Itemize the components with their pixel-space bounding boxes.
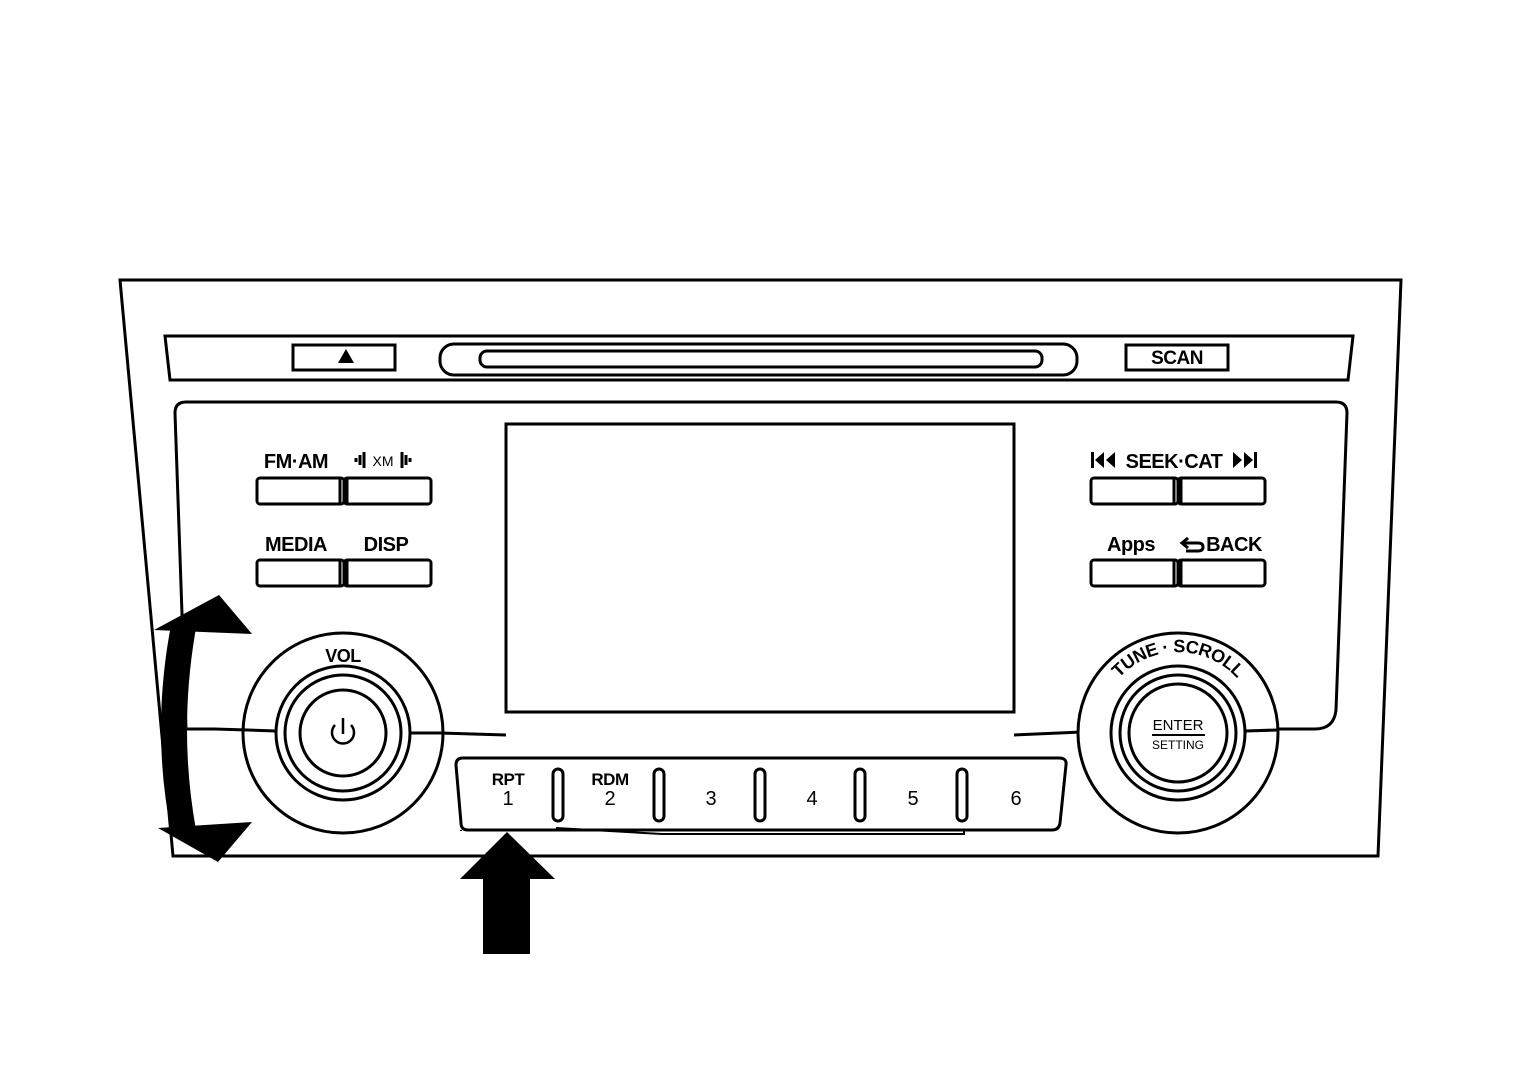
xm-button[interactable] <box>342 476 433 506</box>
preset-top-label: RPT <box>492 770 526 789</box>
preset-divider <box>955 767 969 823</box>
inner-panel <box>173 400 1349 731</box>
power-icon <box>330 718 356 745</box>
vol-label: VOL <box>325 646 361 666</box>
preset-number-label: 1 <box>502 788 513 810</box>
preset-divider <box>551 767 565 823</box>
fm-am-label: FM·AM <box>264 451 328 473</box>
vol-knob[interactable]: VOL <box>241 631 445 835</box>
preset-top-label: RDM <box>591 770 629 789</box>
seek-forward-icon <box>1233 452 1257 468</box>
enter-label: ENTER <box>1153 717 1204 734</box>
back-label: BACK <box>1206 534 1263 556</box>
speaker-left-icon <box>354 452 366 468</box>
left-button-group: FM·AM XM MEDIA DISP <box>255 451 433 588</box>
preset-number-label: 3 <box>705 788 716 810</box>
preset-button-3[interactable]: 3 <box>705 788 716 810</box>
tune-knob-line <box>1244 728 1278 733</box>
right-button-group: SEEK·CAT Apps BACK <box>1089 451 1267 588</box>
setting-label: SETTING <box>1152 738 1204 752</box>
panel-mid-line <box>439 730 1083 737</box>
tune-scroll-knob[interactable]: TUNE · SCROLL ENTER SETTING <box>1076 631 1280 835</box>
seek-back-icon <box>1091 452 1115 468</box>
disp-button[interactable] <box>342 558 433 588</box>
eject-button[interactable] <box>291 343 397 372</box>
preset-button-6[interactable]: 6 <box>1010 788 1021 810</box>
xm-label: XM <box>373 453 394 469</box>
preset-divider <box>853 767 867 823</box>
apps-label: Apps <box>1107 534 1155 556</box>
preset-button-4[interactable]: 4 <box>806 788 817 810</box>
display-screen <box>504 422 1016 714</box>
speaker-right-icon <box>400 452 412 468</box>
xm-label-group: XM <box>354 452 412 469</box>
preset-number-label: 2 <box>604 788 615 810</box>
media-button[interactable] <box>255 558 346 588</box>
preset-number-label: 5 <box>907 788 918 810</box>
scan-button[interactable]: SCAN <box>1124 343 1230 372</box>
scan-label: SCAN <box>1151 348 1203 369</box>
seek-back-button[interactable] <box>1089 476 1180 506</box>
preset-number-label: 6 <box>1010 788 1021 810</box>
preset-button-5[interactable]: 5 <box>907 788 918 810</box>
preset-number-label: 4 <box>806 788 817 810</box>
eject-icon <box>338 349 354 363</box>
preset-divider <box>652 767 666 823</box>
seek-forward-button[interactable] <box>1176 476 1267 506</box>
back-arrow-icon <box>1179 536 1205 553</box>
fm-am-button[interactable] <box>255 476 346 506</box>
vol-knob-line <box>214 727 277 733</box>
cd-slot <box>438 342 1079 377</box>
preset-strip-bottom <box>460 827 965 835</box>
curved-double-arrow-icon <box>154 595 252 862</box>
preset-dividers <box>551 767 969 823</box>
media-label: MEDIA <box>265 534 327 556</box>
back-button[interactable] <box>1176 558 1267 588</box>
up-arrow-icon <box>460 832 555 954</box>
preset-divider <box>753 767 767 823</box>
seek-cat-label: SEEK·CAT <box>1126 451 1223 473</box>
enter-setting-button[interactable]: ENTER SETTING <box>1152 717 1205 752</box>
apps-button[interactable] <box>1089 558 1180 588</box>
disp-label: DISP <box>364 534 409 556</box>
